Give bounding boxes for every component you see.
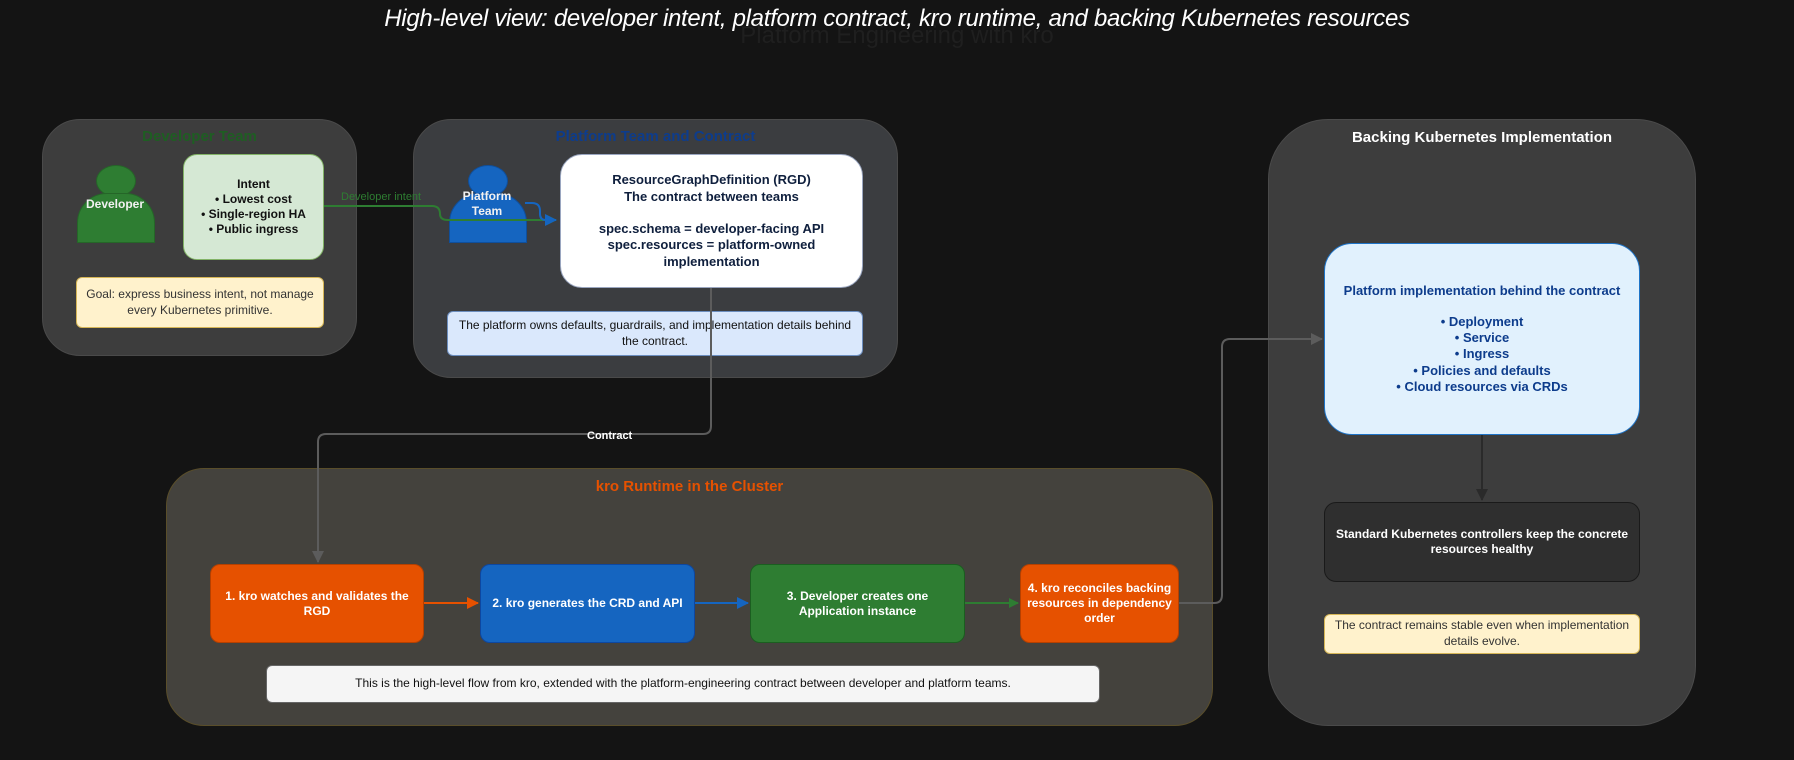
backing-implementation-title: Backing Kubernetes Implementation bbox=[1351, 129, 1613, 146]
diagram-title: High-level view: developer intent, platf… bbox=[384, 5, 1410, 32]
developer-actor-label: Developer bbox=[85, 197, 145, 211]
kro-step-2-generate-crd[interactable]: 2. kro generates the CRD and API bbox=[480, 564, 695, 643]
kro-step-3-create-instance[interactable]: 3. Developer creates one Application ins… bbox=[750, 564, 965, 643]
intent-box[interactable]: Intent • Lowest cost • Single-region HA … bbox=[183, 154, 324, 260]
platform-team-actor[interactable]: Platform Team bbox=[447, 165, 527, 243]
platform-actor-icon bbox=[468, 165, 508, 197]
kro-runtime-title: kro Runtime in the Cluster bbox=[595, 478, 784, 495]
developer-intent-edge-label: Developer intent bbox=[341, 191, 422, 203]
impl-heading: Platform implementation behind the contr… bbox=[1343, 282, 1621, 298]
developer-actor[interactable]: Developer bbox=[75, 165, 155, 243]
contract-edge-label: Contract bbox=[587, 430, 633, 442]
kro-step-4-reconcile[interactable]: 4. kro reconciles backing resources in d… bbox=[1020, 564, 1179, 643]
developer-team-title: Developer Team bbox=[142, 128, 257, 145]
platform-implementation-box[interactable]: Platform implementation behind the contr… bbox=[1324, 243, 1640, 435]
platform-actor-label: Platform Team bbox=[462, 189, 512, 218]
kro-flow-note: This is the high-level flow from kro, ex… bbox=[266, 665, 1100, 703]
ghost-diagram-title: Platform Engineering with kro bbox=[740, 22, 1054, 49]
rgd-contract-box[interactable]: ResourceGraphDefinition (RGD) The contra… bbox=[560, 154, 863, 288]
kro-step-1-validate[interactable]: 1. kro watches and validates the RGD bbox=[210, 564, 424, 643]
platform-team-title: Platform Team and Contract bbox=[555, 128, 756, 145]
contract-stable-note: The contract remains stable even when im… bbox=[1324, 614, 1640, 654]
platform-owns-note: The platform owns defaults, guardrails, … bbox=[447, 311, 863, 356]
kubernetes-controllers-box[interactable]: Standard Kubernetes controllers keep the… bbox=[1324, 502, 1640, 582]
developer-actor-body bbox=[77, 193, 155, 243]
goal-note: Goal: express business intent, not manag… bbox=[76, 277, 324, 328]
impl-resource-list: • Deployment • Service • Ingress • Polic… bbox=[1396, 313, 1568, 394]
